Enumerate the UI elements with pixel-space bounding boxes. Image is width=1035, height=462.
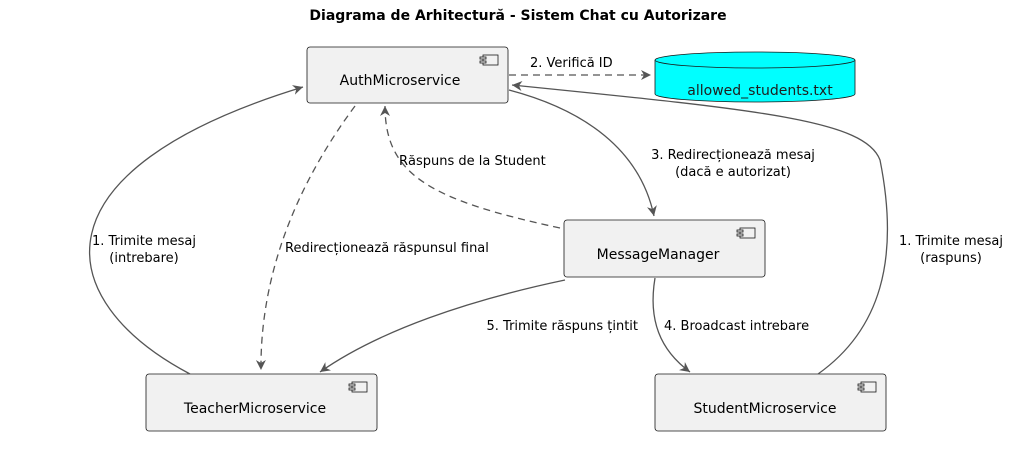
label-student-send-line1: 1. Trimite mesaj [899, 234, 1003, 249]
edge-redirect-message [508, 89, 657, 217]
edge-teacher-send [89, 85, 304, 375]
diagram-title: Diagrama de Arhitectură - Sistem Chat cu… [309, 8, 726, 24]
label-targeted-reply: 5. Trimite răspuns țintit [487, 319, 639, 334]
label-verify-id: 2. Verifică ID [530, 56, 613, 71]
message-manager-label: MessageManager [597, 247, 720, 263]
label-broadcast: 4. Broadcast intrebare [664, 319, 809, 334]
allowed-students-database[interactable]: allowed_students.txt [654, 51, 856, 103]
edge-final-reply [255, 105, 356, 371]
component-icon [857, 381, 877, 393]
edge-targeted-reply [319, 279, 566, 373]
label-teacher-send-line1: 1. Trimite mesaj [92, 234, 196, 249]
teacher-microservice-box[interactable]: TeacherMicroservice [145, 373, 378, 432]
auth-microservice-label: AuthMicroservice [340, 73, 461, 89]
message-manager-box[interactable]: MessageManager [563, 219, 766, 278]
component-icon [348, 381, 368, 393]
label-final-reply: Redirecționează răspunsul final [285, 241, 489, 256]
label-redirect-line1: 3. Redirecționează mesaj [651, 148, 815, 163]
component-icon [479, 54, 499, 66]
label-redirect-line2: (dacă e autorizat) [675, 165, 791, 180]
edge-student-send [511, 81, 889, 375]
label-student-send-line2: (raspuns) [920, 251, 982, 266]
edge-broadcast [652, 277, 691, 373]
label-student-reply: Răspuns de la Student [399, 154, 546, 169]
edge-student-reply [380, 105, 561, 229]
student-microservice-label: StudentMicroservice [694, 401, 837, 417]
component-icon [736, 227, 756, 239]
student-microservice-box[interactable]: StudentMicroservice [654, 373, 887, 432]
label-teacher-send-line2: (intrebare) [109, 251, 178, 266]
database-label: allowed_students.txt [687, 83, 833, 99]
teacher-microservice-label: TeacherMicroservice [183, 401, 326, 417]
auth-microservice-box[interactable]: AuthMicroservice [306, 46, 509, 104]
